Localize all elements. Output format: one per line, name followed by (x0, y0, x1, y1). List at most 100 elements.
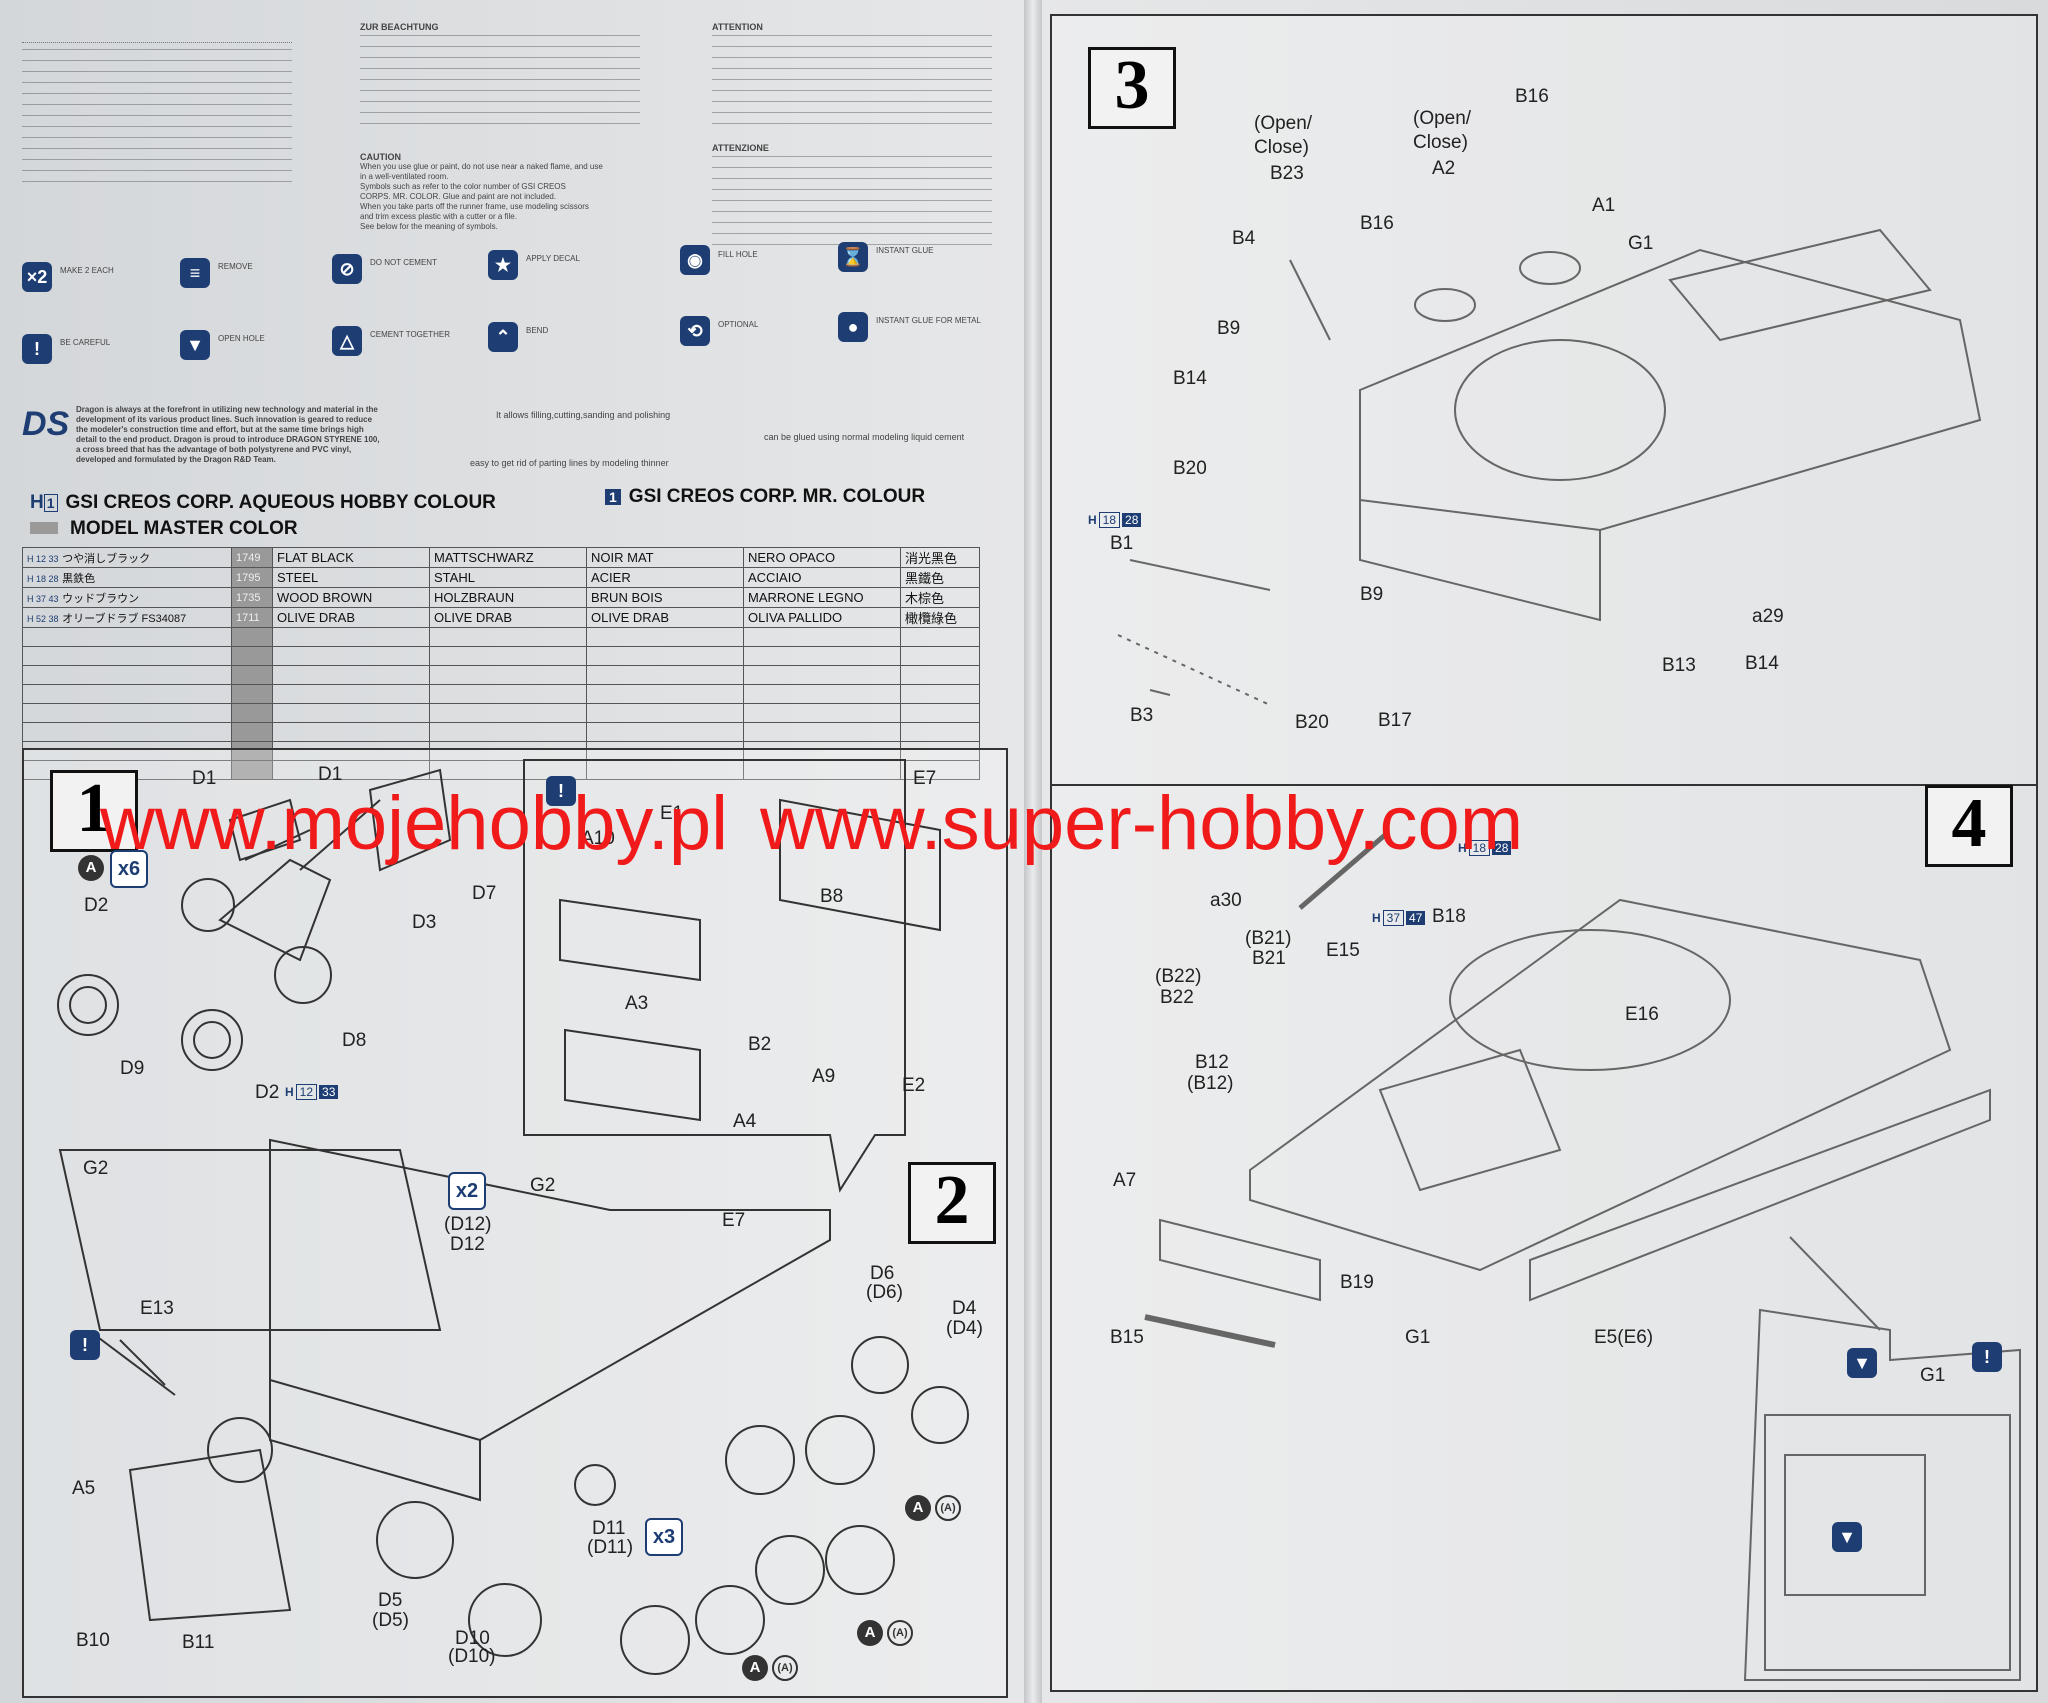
en-cell: WOOD BROWN (272, 587, 430, 608)
part-group-a-alt-icon: (A) (935, 1495, 961, 1521)
label-open-close-1a: (Open/ (1254, 113, 1313, 134)
bogie-assembly (755, 1535, 825, 1605)
label-e13: E13 (140, 1298, 174, 1319)
label-open-close-2b: Close) (1413, 132, 1468, 153)
label-a7: A7 (1113, 1170, 1137, 1191)
colour-table: H 12 33 つや消しブラック 1749 FLAT BLACK MATTSCH… (22, 547, 980, 780)
table-row (22, 703, 980, 723)
label-d2-a: D2 (84, 895, 109, 916)
en-cell: FLAT BLACK (272, 547, 430, 568)
x2-icon: ×2 (22, 262, 52, 292)
label-d11: D11 (592, 1518, 626, 1539)
road-wheel (181, 1009, 243, 1071)
cn-cell: 黑鐵色 (900, 567, 980, 588)
label-b18: B18 (1432, 906, 1466, 927)
code-cell: H 12 33 つや消しブラック (22, 547, 232, 568)
label-e7-2: E7 (722, 1210, 746, 1231)
bogie-assembly (620, 1605, 690, 1675)
label-d1-b: D1 (318, 764, 343, 785)
mm-text: MODEL MASTER COLOR (70, 518, 298, 539)
return-roller-bracket (368, 768, 452, 872)
symbol-text-3: APPLY DECAL (526, 254, 580, 263)
label-b2: B2 (748, 1034, 772, 1055)
step-1-number: 1 (50, 770, 138, 852)
label-d9: D9 (120, 1058, 145, 1079)
zur-beachtung-block: ZUR BEACHTUNG CAUTION When you use glue … (360, 22, 640, 232)
label-d12-paren: (D12) (444, 1214, 492, 1235)
cn-cell: 消光黑色 (900, 547, 980, 568)
symbol-text-7: OPEN HOLE (218, 334, 265, 343)
label-d4-paren: (D4) (946, 1318, 983, 1339)
attenzione-title: ATTENZIONE (712, 143, 769, 153)
hatch-b23 (1414, 288, 1476, 322)
label-d1-a: D1 (192, 768, 217, 789)
label-a1: A1 (1592, 195, 1616, 216)
part-a4 (564, 1028, 701, 1122)
part-group-a-icon: A (78, 855, 104, 881)
label-a30: a30 (1210, 890, 1242, 911)
symbol-text-8: CEMENT TOGETHER (370, 330, 451, 339)
fr-cell: OLIVE DRAB (586, 607, 744, 628)
part-group-a-icon: A (742, 1655, 768, 1681)
label-d6: D6 (870, 1263, 895, 1284)
label-e5-e6: E5(E6) (1594, 1327, 1654, 1348)
mm-cell: 1749 (231, 547, 273, 568)
watermark-url-2: www.super-hobby.com (760, 781, 1524, 866)
turret-ring (1454, 339, 1666, 481)
part-group-a-icon: A (905, 1495, 931, 1521)
road-wheel (57, 974, 119, 1036)
label-a29: a29 (1752, 606, 1784, 627)
label-b22-paren: (B22) (1155, 966, 1202, 987)
part-a7 (1159, 1218, 1321, 1302)
caution-line-1: in a well-ventilated room. (360, 172, 449, 181)
label-e16: E16 (1625, 1004, 1659, 1025)
attention-block: ATTENTION ATTENZIONE (712, 22, 992, 252)
symbol-text-2: DO NOT CEMENT (370, 258, 437, 267)
symbol-text-5: INSTANT GLUE (876, 246, 934, 255)
part-group-a-alt-icon: (A) (772, 1655, 798, 1681)
bogie-frame (218, 858, 332, 962)
road-wheel (274, 946, 332, 1004)
label-g2-a: G2 (83, 1158, 109, 1179)
table-row: H 52 38 オリーブドラブ FS34087 1711 OLIVE DRAB … (22, 607, 980, 628)
multiply-x3-icon: x3 (645, 1518, 683, 1556)
label-e7: E7 (913, 768, 937, 789)
open-hole-icon: ▼ (1847, 1348, 1877, 1378)
table-row (22, 627, 980, 647)
road-wheel-d6 (851, 1336, 909, 1394)
attention-title: ATTENTION (712, 22, 763, 32)
label-b20-b: B20 (1295, 712, 1329, 733)
part-a3 (559, 898, 701, 982)
label-d12: D12 (450, 1234, 485, 1255)
part-group-a-alt-icon: (A) (887, 1620, 913, 1646)
label-a10: A10 (581, 828, 615, 849)
label-b20-a: B20 (1173, 458, 1207, 479)
open-hole-icon: ▼ (1832, 1522, 1862, 1552)
part-b1 (1129, 559, 1271, 696)
label-b19: B19 (1340, 1272, 1374, 1293)
cement-together-icon: △ (332, 326, 362, 356)
h-badge-num: 1 (43, 494, 58, 512)
mm-cell: 1735 (231, 587, 273, 608)
de-cell: HOLZBRAUN (429, 587, 587, 608)
table-row (22, 741, 980, 761)
label-d5-paren: (D5) (372, 1610, 409, 1631)
part-b15 (1144, 1314, 1276, 1348)
symbol-text-6: BE CAREFUL (60, 338, 111, 347)
table-row (22, 646, 980, 666)
drive-sprocket (207, 1417, 273, 1483)
hull-detail-e13 (58, 1149, 442, 1331)
label-b9-b: B9 (1360, 584, 1384, 605)
steps-1-2-panel (22, 748, 1008, 1698)
part-e7 (779, 798, 941, 932)
caution-line-3: CORPS. MR. COLOR. Glue and paint are not… (360, 192, 557, 201)
engine-grille (1668, 228, 1932, 342)
zur-title: ZUR BEACHTUNG (360, 22, 439, 32)
label-b14-b: B14 (1745, 653, 1779, 674)
it-cell: MARRONE LEGNO (743, 587, 901, 608)
label-d10-paren: (D10) (448, 1646, 496, 1667)
